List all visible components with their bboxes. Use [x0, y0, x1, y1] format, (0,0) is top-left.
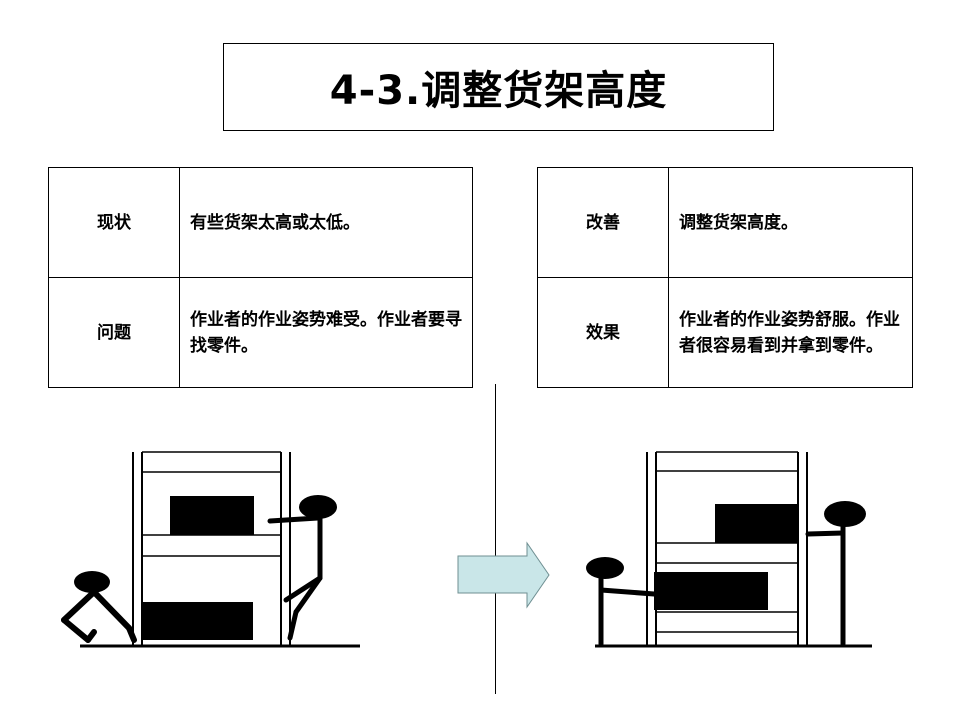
arrow-icon: [457, 541, 550, 609]
row-text-effect: 作业者的作业姿势舒服。作业者很容易看到并拿到零件。: [668, 277, 913, 388]
worker-head: [586, 557, 624, 579]
worker-head: [74, 571, 110, 593]
center-divider: [495, 384, 496, 694]
row-text-improvement: 调整货架高度。: [668, 167, 913, 278]
row-label-problem: 问题: [48, 277, 180, 388]
page-title: 4-3.调整货架高度: [329, 68, 668, 114]
row-label-effect: 效果: [537, 277, 669, 388]
box-upper: [715, 504, 799, 543]
worker-standing-left: [598, 575, 657, 647]
title-box: 4-3.调整货架高度: [223, 43, 774, 131]
shelf-before: [132, 451, 291, 646]
current-state-table: 现状 有些货架太高或太低。 问题 作业者的作业姿势难受。作业者要寻找零件。: [48, 167, 473, 388]
table-row: 改善 调整货架高度。: [537, 167, 913, 278]
worker-head: [824, 501, 866, 527]
improvement-table: 改善 调整货架高度。 效果 作业者的作业姿势舒服。作业者很容易看到并拿到零件。: [537, 167, 913, 388]
shelf-after: [646, 451, 808, 646]
box-high: [170, 496, 254, 535]
table-row: 问题 作业者的作业姿势难受。作业者要寻找零件。: [48, 277, 473, 388]
row-text-problem: 作业者的作业姿势难受。作业者要寻找零件。: [179, 277, 473, 388]
worker-head: [299, 495, 337, 519]
worker-crouching: [61, 589, 137, 643]
box-low: [142, 602, 253, 640]
worker-reaching: [267, 515, 323, 641]
table-row: 效果 作业者的作业姿势舒服。作业者很容易看到并拿到零件。: [537, 277, 913, 388]
worker-standing-right: [805, 522, 846, 647]
box-middle: [654, 572, 768, 610]
